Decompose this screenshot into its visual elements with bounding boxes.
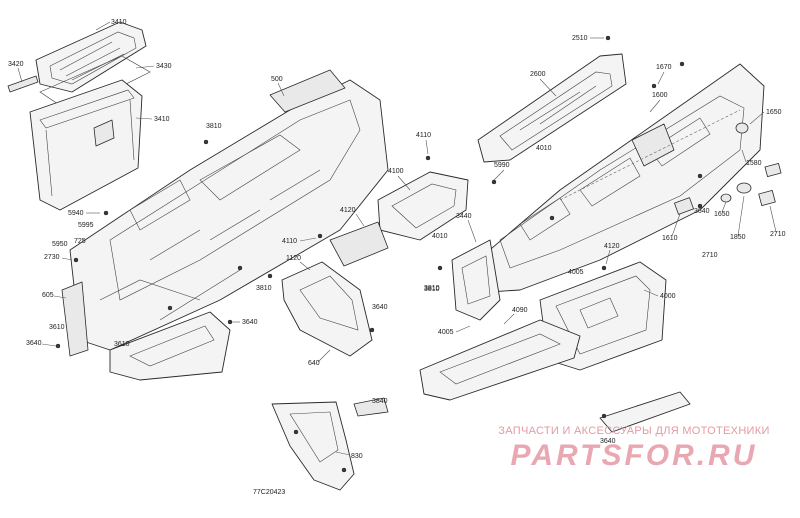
bottom-right-rail: [599, 391, 691, 433]
callout-5940: 5940: [68, 210, 84, 217]
callout-3810-c: 3810: [424, 285, 440, 292]
callout-5995: 5995: [78, 222, 94, 229]
callout-4090: 4090: [512, 307, 528, 314]
callout-830: 830: [351, 453, 363, 460]
callout-5990: 5990: [494, 162, 510, 169]
bottom-panel-830: [271, 401, 355, 491]
callout-3610-a: 3610: [49, 324, 65, 331]
callout-640: 640: [308, 360, 320, 367]
callout-3430: 3430: [156, 63, 172, 70]
drawing-id-label: 77C20423: [253, 489, 286, 496]
watermark-brand-logo: PARTSFOR.RU: [510, 439, 758, 472]
lid-handle: [7, 75, 39, 93]
callout-725: 725: [74, 238, 86, 245]
callout-4005-b: 4005: [568, 269, 584, 276]
callout-3610-b: 3610: [114, 341, 130, 348]
callout-2710-b: 2710: [770, 231, 786, 238]
callout-3640-d: 3640: [694, 208, 710, 215]
callout-1610: 1610: [662, 235, 678, 242]
fasteners: [55, 35, 703, 473]
frame-rail-2600: [477, 53, 627, 163]
callout-4120-a: 4120: [340, 207, 356, 214]
callout-4110-b: 4110: [282, 238, 297, 245]
storage-box-assembly: [7, 21, 151, 211]
bracket-605: [61, 281, 89, 357]
callout-4000: 4000: [660, 293, 676, 300]
callout-4010-a: 4010: [432, 233, 448, 240]
lower-panel: [109, 311, 231, 381]
storage-box-lid: [35, 21, 147, 93]
callout-3410-body: 3410: [154, 116, 170, 123]
center-duct-4100: [329, 171, 469, 267]
callout-3810-a: 3810: [206, 123, 222, 130]
callout-1600: 1600: [652, 92, 668, 99]
callout-4110-a: 4110: [416, 132, 431, 139]
callout-3810-b: 3810: [256, 285, 272, 292]
callout-4005-a: 4005: [438, 329, 454, 336]
callout-3810-d: 3810: [424, 286, 440, 293]
bracket-3440: [451, 239, 501, 321]
bracket-640: [281, 261, 373, 357]
callout-3420: 3420: [8, 61, 24, 68]
callout-3840: 3840: [372, 398, 388, 405]
lower-rail: [419, 319, 581, 401]
main-frame-1600: [477, 63, 765, 293]
callout-2600: 2600: [530, 71, 546, 78]
callout-4010-b: 4010: [536, 145, 552, 152]
callout-2510: 2510: [572, 35, 588, 42]
callout-500: 500: [271, 76, 283, 83]
callout-2730: 2730: [44, 254, 60, 261]
grommets-right: [674, 122, 782, 215]
watermark-subtitle: ЗАПЧАСТИ И АКСЕССУАРЫ ДЛЯ МОТОТЕХНИКИ: [498, 425, 770, 437]
callout-2710-a: 2710: [702, 252, 718, 259]
callout-3410-lid: 3410: [111, 19, 127, 26]
callout-labels: 3410 3420 3430 3410 500 3810 5940 5995 5…: [8, 19, 786, 460]
small-bracket-3840: [353, 397, 389, 417]
side-panel-500: [69, 69, 389, 351]
callout-5950: 5950: [52, 241, 68, 248]
callout-1650-a: 1650: [766, 109, 782, 116]
callout-1120: 1120: [286, 255, 301, 262]
callout-1850: 1850: [730, 234, 746, 241]
callout-1580: 1580: [746, 160, 762, 167]
callout-1670: 1670: [656, 64, 672, 71]
callout-3640-a: 3640: [26, 340, 42, 347]
callout-4120-b: 4120: [604, 243, 620, 250]
callout-3640-c: 3640: [372, 304, 388, 311]
frame-motor: [631, 123, 675, 167]
callout-3440: 3440: [456, 213, 472, 220]
storage-box-body: [29, 79, 143, 211]
callout-4100: 4100: [388, 168, 404, 175]
callout-1650-b: 1650: [714, 211, 730, 218]
callout-3640-b: 3640: [242, 319, 258, 326]
callout-605: 605: [42, 292, 54, 299]
callout-3640-e: 3640: [600, 438, 616, 445]
duct-plate-4120: [329, 221, 389, 267]
watermark: ЗАПЧАСТИ И АКСЕССУАРЫ ДЛЯ МОТОТЕХНИКИ PA…: [484, 425, 784, 473]
